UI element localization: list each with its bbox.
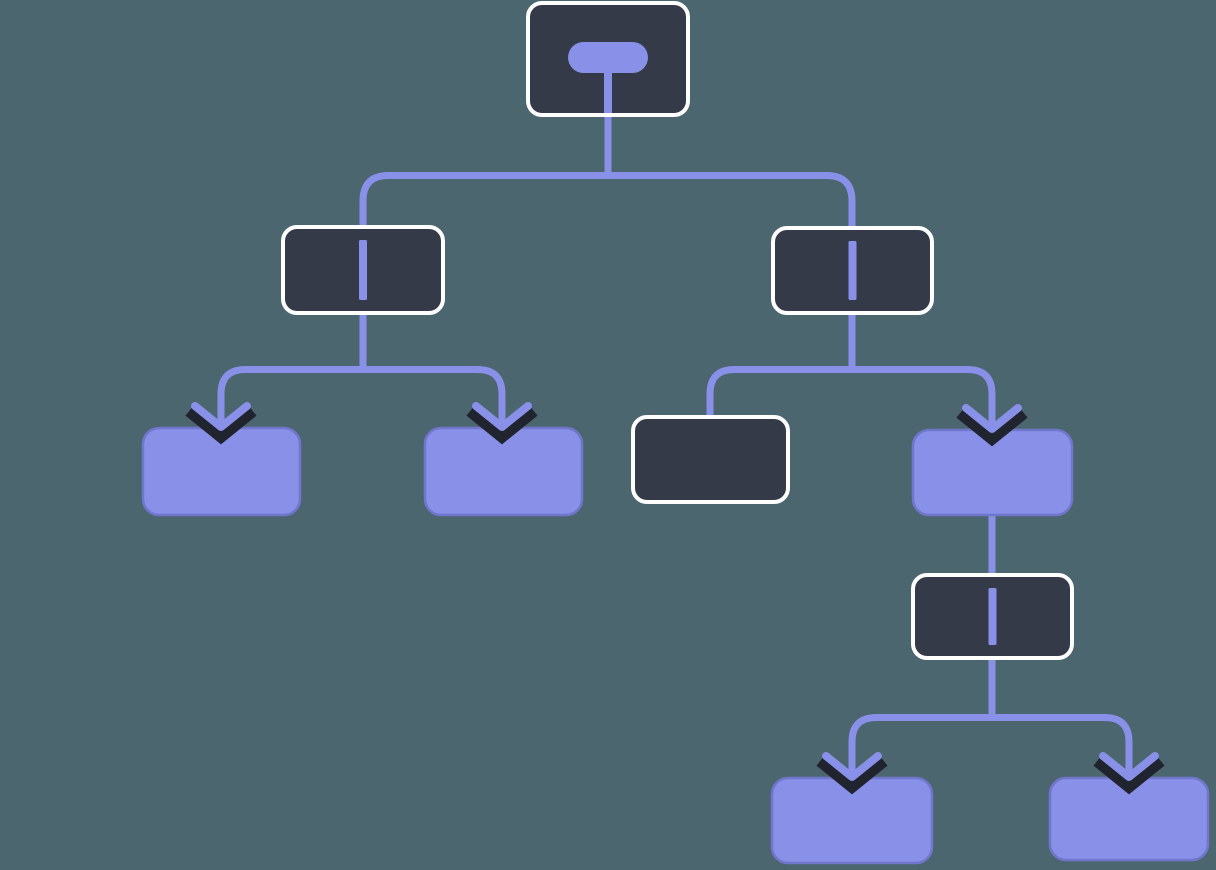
arrowhead-leaf-4-outline-icon	[1093, 754, 1165, 795]
arrowhead-leaf-4-chevron-icon	[1099, 752, 1159, 781]
arrowhead-leaf-2-outline-icon	[466, 404, 538, 445]
arrowhead-leaf-1-chevron-icon	[191, 402, 251, 431]
arrowhead-leaf-1-outline-icon	[185, 404, 257, 445]
node-glyph-vertical-bar-icon	[848, 241, 857, 300]
root-glyph-stem	[604, 70, 612, 113]
child-node-plain	[631, 415, 790, 504]
arrowhead-leaf-3-chevron-icon	[822, 752, 882, 781]
node-glyph-vertical-bar-icon	[359, 240, 367, 300]
arrowhead-mid-outline-icon	[956, 406, 1028, 447]
edge-level1-split	[359, 172, 856, 233]
root-glyph-pill-icon	[568, 42, 648, 73]
edge-level2-left-split	[217, 366, 506, 432]
arrowhead-mid-chevron-icon	[962, 404, 1022, 433]
node-glyph-vertical-bar-icon	[988, 588, 997, 645]
edge-level2-right-split	[706, 366, 996, 434]
edge-level4-split	[848, 714, 1133, 784]
arrowhead-leaf-2-chevron-icon	[472, 402, 532, 431]
arrowhead-leaf-3-outline-icon	[816, 754, 888, 795]
